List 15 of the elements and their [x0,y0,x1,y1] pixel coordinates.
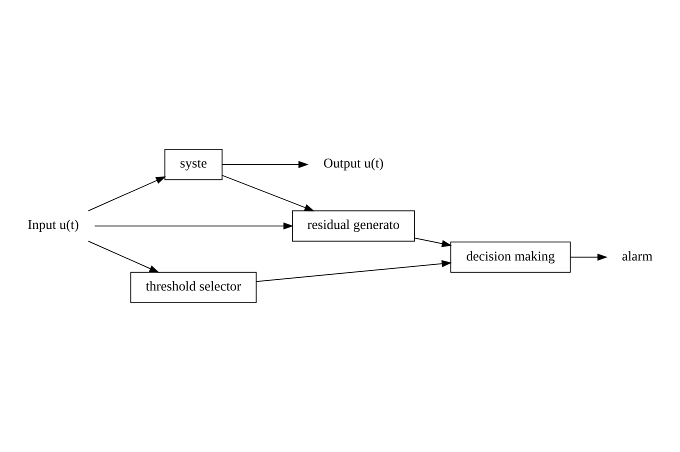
arrow [88,176,166,212]
arrow [256,260,452,282]
node-box: threshold selector [130,272,257,304]
node-text: alarm [622,248,653,264]
node-box: decision making [450,242,571,273]
node-box: residual generato [292,210,415,242]
arrow [222,174,315,212]
arrow [94,222,294,230]
node-text: Output u(t) [323,156,384,171]
node-box: syste [164,148,223,180]
arrow [222,160,309,168]
node-text: Input u(t) [28,217,79,232]
arrow [88,240,160,273]
arrow [414,238,452,248]
arrow [570,254,608,261]
